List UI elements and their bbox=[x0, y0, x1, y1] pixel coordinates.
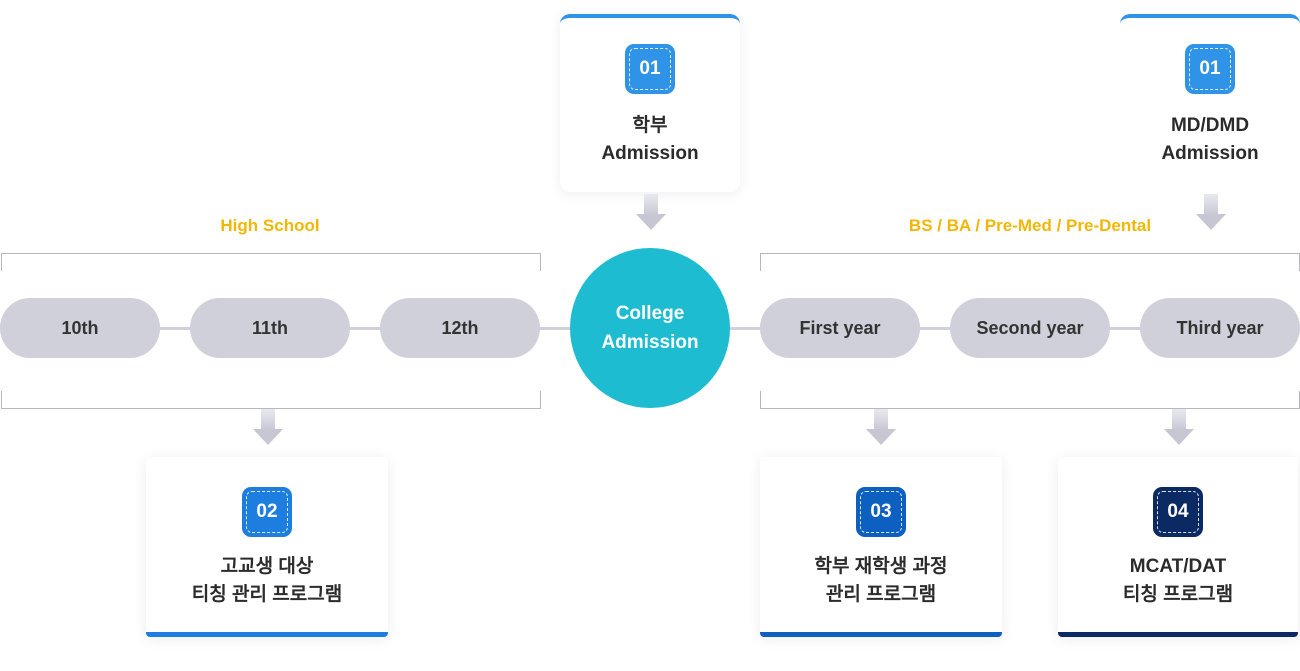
card-title-line1: 학부 bbox=[632, 115, 668, 136]
down-arrow-icon bbox=[1196, 194, 1226, 232]
step-badge: 01 bbox=[1185, 44, 1235, 94]
hub-line1: College bbox=[615, 303, 685, 324]
down-arrow-icon bbox=[1164, 409, 1194, 447]
mcat-dat-program-card: 04 MCAT/DAT 티칭 프로그램 bbox=[1058, 457, 1298, 637]
step-number: 02 bbox=[256, 501, 278, 522]
grade-11th: 11th bbox=[190, 298, 350, 358]
card-title: 학부 재학생 과정 관리 프로그램 bbox=[760, 553, 1002, 609]
down-arrow-icon bbox=[866, 409, 896, 447]
section-label-college: BS / BA / Pre-Med / Pre-Dental bbox=[908, 216, 1152, 235]
section-label-high-school: High School bbox=[220, 216, 320, 235]
undergrad-program-card: 03 학부 재학생 과정 관리 프로그램 bbox=[760, 457, 1002, 637]
high-school-bracket-bottom bbox=[1, 391, 541, 409]
card-title: MCAT/DAT 티칭 프로그램 bbox=[1058, 553, 1298, 609]
card-title-line2: 관리 프로그램 bbox=[825, 584, 937, 605]
card-title-line1: 학부 재학생 과정 bbox=[814, 556, 948, 577]
down-arrow-icon bbox=[253, 409, 283, 447]
college-bracket-bottom bbox=[760, 391, 1300, 409]
step-number: 01 bbox=[639, 58, 661, 79]
grade-10th: 10th bbox=[0, 298, 160, 358]
undergrad-admission-card: 01 학부 Admission bbox=[560, 14, 740, 192]
step-number: 04 bbox=[1167, 501, 1189, 522]
card-title-line2: Admission bbox=[1161, 143, 1259, 164]
card-title-line1: MCAT/DAT bbox=[1129, 556, 1227, 577]
high-school-bracket-top bbox=[1, 253, 541, 271]
step-badge: 04 bbox=[1153, 487, 1203, 537]
college-bracket-top bbox=[760, 253, 1300, 271]
step-number: 01 bbox=[1199, 58, 1221, 79]
down-arrow-icon bbox=[636, 194, 666, 232]
card-title: 고교생 대상 티칭 관리 프로그램 bbox=[146, 553, 388, 609]
card-title-line1: 고교생 대상 bbox=[220, 556, 314, 577]
card-title-line2: Admission bbox=[601, 143, 699, 164]
card-title-line2: 티칭 프로그램 bbox=[1122, 584, 1234, 605]
college-second-year: Second year bbox=[950, 298, 1110, 358]
step-badge: 03 bbox=[856, 487, 906, 537]
hub-line2: Admission bbox=[601, 332, 699, 353]
md-dmd-admission-card: 01 MD/DMD Admission bbox=[1120, 14, 1300, 192]
card-title-line2: 티칭 관리 프로그램 bbox=[191, 584, 343, 605]
step-number: 03 bbox=[870, 501, 892, 522]
step-badge: 01 bbox=[625, 44, 675, 94]
high-school-program-card: 02 고교생 대상 티칭 관리 프로그램 bbox=[146, 457, 388, 637]
card-title-line1: MD/DMD bbox=[1170, 115, 1250, 136]
college-first-year: First year bbox=[760, 298, 920, 358]
college-admission-hub: College Admission bbox=[570, 248, 730, 408]
card-title: MD/DMD Admission bbox=[1120, 112, 1300, 168]
step-badge: 02 bbox=[242, 487, 292, 537]
card-title: 학부 Admission bbox=[560, 112, 740, 168]
grade-12th: 12th bbox=[380, 298, 540, 358]
college-third-year: Third year bbox=[1140, 298, 1300, 358]
